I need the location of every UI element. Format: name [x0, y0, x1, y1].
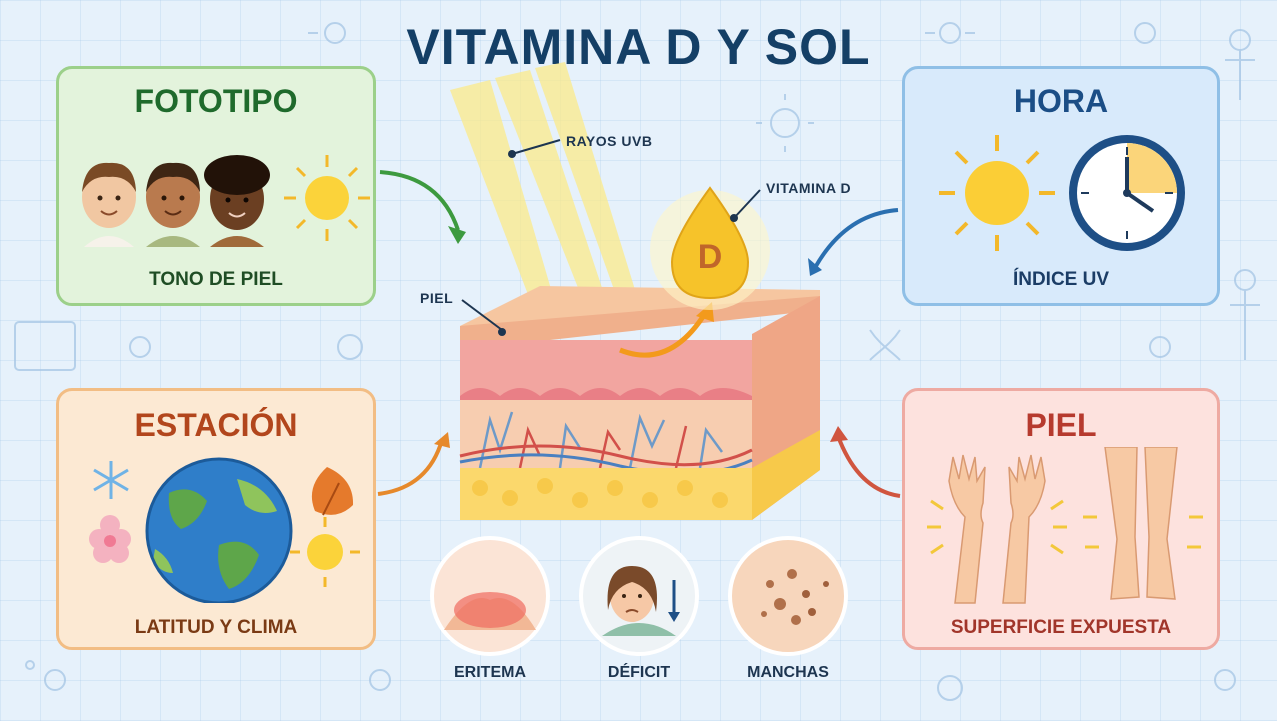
estacion-card: ESTACIÓN LATITUD Y: [56, 388, 376, 650]
estacion-title: ESTACIÓN: [134, 407, 298, 443]
vitamin-d-drop-icon: [670, 186, 750, 300]
leaf-icon: [311, 467, 354, 516]
estacion-illustration: [89, 457, 360, 603]
sun-icon: [939, 135, 1055, 251]
vitamin-label: VITAMINA D: [766, 180, 852, 196]
hora-card: HORA ÍNDICE UV: [902, 66, 1220, 306]
piel-caption: SUPERFICIE EXPUESTA: [950, 617, 1172, 638]
uvb-rays: [450, 62, 640, 332]
page-title: VITAMINA D Y SOL: [406, 19, 871, 75]
hands-icon: [948, 454, 1046, 604]
arrow-estacion: [377, 432, 450, 496]
skin-label: PIEL: [420, 290, 454, 306]
hora-caption: ÍNDICE UV: [1012, 269, 1110, 290]
effect-manchas: [728, 536, 848, 656]
arrow-hora: [808, 208, 899, 276]
piel-title: PIEL: [1025, 407, 1097, 443]
globe-icon: [145, 457, 293, 603]
fototipo-card: FOTOTIPO: [56, 66, 376, 306]
vitamin-d-letter: D: [697, 238, 723, 276]
sun-icon: [290, 517, 360, 587]
legs-icon: [1104, 447, 1178, 600]
effect-label: MANCHAS: [747, 664, 829, 681]
hora-title: HORA: [1013, 83, 1109, 119]
effect-eritema: [430, 536, 550, 656]
skin-layers-icon: [459, 286, 820, 520]
arrow-fototipo: [379, 170, 466, 244]
faces-group: [82, 155, 370, 247]
estacion-caption: LATITUD Y CLIMA: [134, 617, 298, 638]
fototipo-caption: TONO DE PIEL: [149, 269, 283, 290]
effect-deficit: [579, 536, 699, 656]
sun-icon: [284, 155, 370, 241]
fototipo-title: FOTOTIPO: [134, 83, 298, 119]
face-icon: [82, 162, 136, 247]
piel-card: PIEL SUPERFICIE EXPUESTA: [902, 388, 1220, 650]
rays-label: RAYOS UVB: [566, 133, 653, 149]
snowflake-icon: [93, 461, 129, 499]
face-icon: [146, 162, 200, 247]
flower-icon: [89, 515, 131, 563]
piel-illustration: [927, 447, 1203, 604]
clock-icon: [1069, 135, 1185, 251]
face-icon: [204, 155, 270, 247]
effect-label: DÉFICIT: [607, 664, 671, 681]
hora-illustration: [939, 135, 1185, 251]
effect-label: ERITEMA: [454, 664, 526, 681]
arrow-piel: [830, 426, 901, 498]
